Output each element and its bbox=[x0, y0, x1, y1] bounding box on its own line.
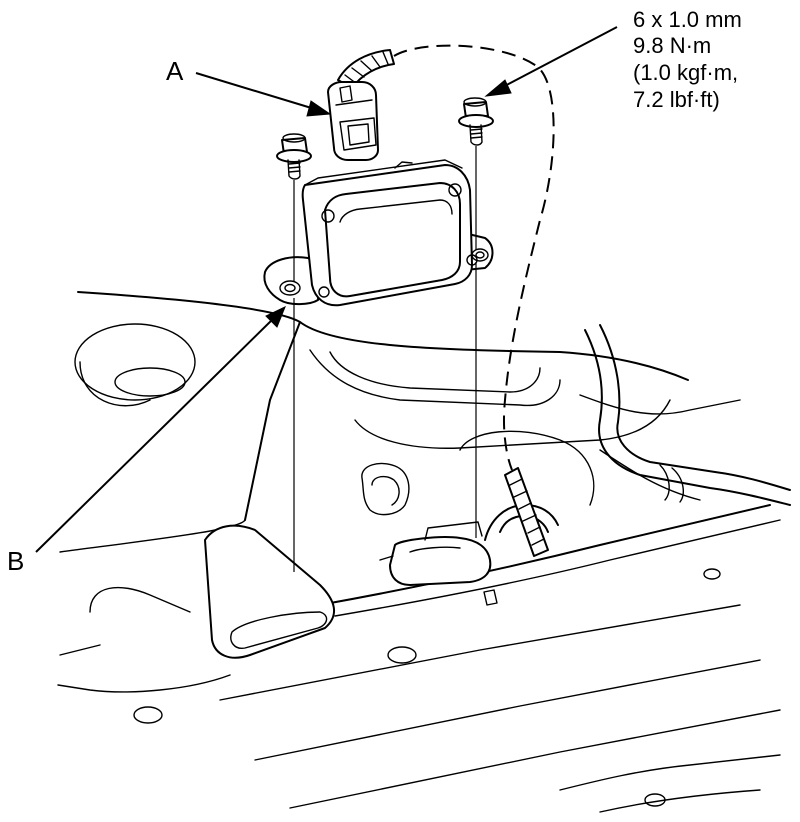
lower-connector bbox=[379, 521, 492, 586]
connector-route-dashed bbox=[393, 44, 555, 471]
leader-torque bbox=[484, 26, 618, 97]
wiring-harness bbox=[484, 324, 791, 557]
connector-a bbox=[327, 49, 395, 161]
bolt-right bbox=[458, 97, 494, 146]
torque-spec-line-4: 7.2 lbf·ft) bbox=[633, 87, 720, 112]
bolt-alignment-lines bbox=[293, 146, 477, 572]
sensor-unit bbox=[263, 159, 494, 307]
leader-b bbox=[35, 306, 286, 553]
floor-panel bbox=[57, 291, 781, 813]
leader-a bbox=[195, 72, 332, 117]
callout-a-label: A bbox=[166, 56, 184, 86]
mounting-pad bbox=[204, 524, 335, 659]
torque-spec-line-3: (1.0 kgf·m, bbox=[633, 60, 738, 85]
torque-spec: 6 x 1.0 mm 9.8 N·m (1.0 kgf·m, 7.2 lbf·f… bbox=[633, 7, 742, 112]
torque-spec-line-1: 6 x 1.0 mm bbox=[633, 7, 742, 32]
callout-b-label: B bbox=[7, 546, 24, 576]
torque-spec-line-2: 9.8 N·m bbox=[633, 33, 711, 58]
bolt-left bbox=[276, 133, 312, 180]
